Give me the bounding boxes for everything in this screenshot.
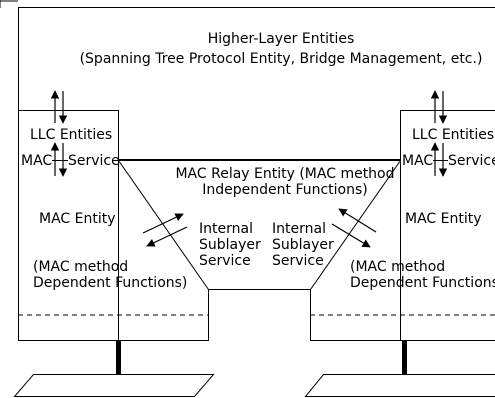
higher-layer-title: Higher-Layer Entities [208,31,355,47]
right-lan-segment [304,374,495,397]
right-mac-label-bg [401,151,433,170]
right-mac-label: MAC [402,153,433,169]
right-lan-stem [402,340,407,374]
right-service-label: Service [448,153,495,169]
left-service-label-bg [68,151,118,170]
left-port-box [18,110,119,341]
left-lan-segment [13,374,215,397]
right-llc-entities-label: LLC Entities [412,127,494,143]
left-service-label: Service [68,153,120,169]
left-internal-line1: Internal [199,221,253,237]
right-internal-arrow-out [338,208,377,233]
right-internal-arrow-in [331,223,371,248]
right-internal-line3: Service [272,253,324,269]
right-service-label-bg [448,151,495,170]
right-internal-line2: Sublayer [272,237,334,253]
right-internal-line1: Internal [272,221,326,237]
right-mac-entity-label: MAC Entity [405,211,482,227]
left-internal-line2: Sublayer [199,237,261,253]
left-llc-entities-label: LLC Entities [30,127,112,143]
left-lan-stem [116,340,121,374]
left-dependent-line2: Dependent Functions) [33,275,187,291]
relay-entity-line2: Independent Functions) [202,182,368,198]
relay-entity-line1: MAC Relay Entity (MAC method [175,166,394,182]
higher-layer-subtitle: (Spanning Tree Protocol Entity, Bridge M… [80,51,483,67]
right-dependent-line1: (MAC method [350,259,445,275]
left-internal-line3: Service [199,253,251,269]
left-internal-arrow-out [142,213,184,234]
left-mac-label: MAC [21,153,52,169]
higher-layer-entities-box [18,7,495,160]
left-mac-entity-label: MAC Entity [39,211,116,227]
left-dependent-line1: (MAC method [33,259,128,275]
left-mac-label-bg [20,151,52,170]
right-dependent-line2: Dependent Functions) [350,275,495,291]
left-internal-arrow-in [146,226,188,247]
